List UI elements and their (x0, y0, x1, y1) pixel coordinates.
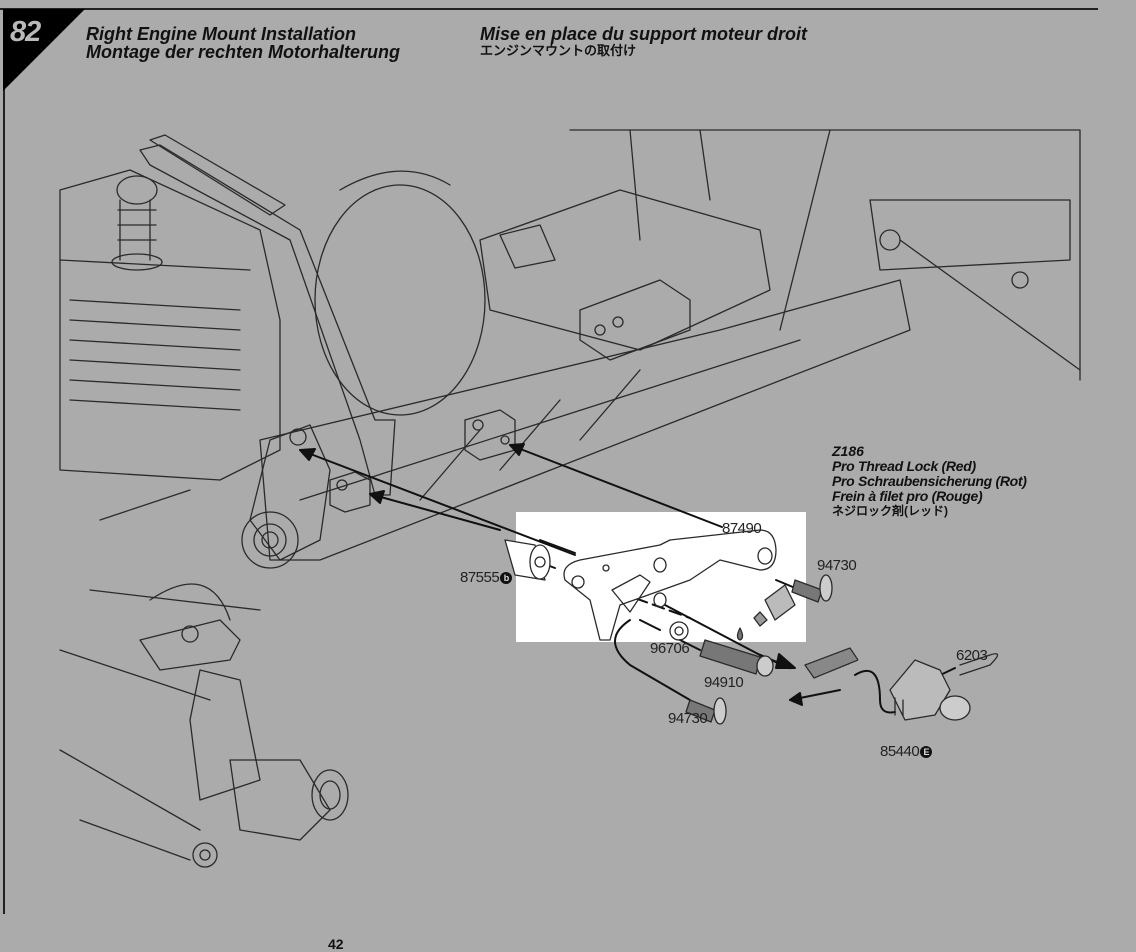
rear-frame (569, 129, 1081, 381)
pin-bar (804, 647, 859, 679)
left-rule (3, 8, 5, 914)
gearbox (89, 424, 331, 621)
spacer (504, 539, 551, 581)
engine (59, 169, 281, 481)
note-fr: Frein à filet pro (Rouge) (832, 488, 983, 504)
threadlock-bottle (736, 584, 796, 641)
part-label-96706: 96706 (650, 640, 690, 657)
threadlock-note: Z186 Pro Thread Lock (Red) Pro Schrauben… (832, 444, 1027, 519)
page-number: 42 (328, 936, 344, 952)
fuel-tank (314, 170, 486, 416)
part-label-94730-upper: 94730 (817, 557, 857, 574)
note-de: Pro Schraubensicherung (Rot) (832, 473, 1027, 489)
note-code: Z186 (832, 443, 864, 459)
washer (669, 621, 689, 641)
part-label-6203: 6203 (956, 647, 988, 664)
title-fr: Mise en place du support moteur droit (480, 24, 808, 44)
suspension (59, 619, 349, 868)
step-number: 82 (10, 16, 41, 48)
top-rule (0, 8, 1098, 10)
part-label-94730-lower: 94730 (668, 710, 708, 727)
body-clip (959, 653, 999, 676)
title-right: Mise en place du support moteur droit エン… (480, 25, 807, 59)
title-jp: エンジンマウントの取付け (480, 43, 637, 58)
assembly-arrows (299, 443, 956, 714)
part-label-87490: 87490 (722, 520, 762, 537)
title-de: Montage der rechten Motorhalterung (86, 42, 401, 62)
note-en: Pro Thread Lock (Red) (832, 458, 976, 474)
title-left: Right Engine Mount Installation Montage … (86, 25, 400, 61)
title-en: Right Engine Mount Installation (86, 24, 356, 44)
receiver-box (479, 189, 771, 361)
marker-b: b (500, 572, 513, 584)
note-jp: ネジロック剤(レッド) (832, 504, 948, 518)
roll-bar (139, 134, 396, 496)
screws (685, 574, 833, 725)
engine-mount-plate (563, 529, 777, 641)
mount-pin (889, 659, 971, 721)
part-label-94910: 94910 (704, 674, 744, 691)
marker-e: E (920, 746, 933, 758)
step-badge (3, 9, 85, 91)
chassis-plate (259, 279, 911, 561)
